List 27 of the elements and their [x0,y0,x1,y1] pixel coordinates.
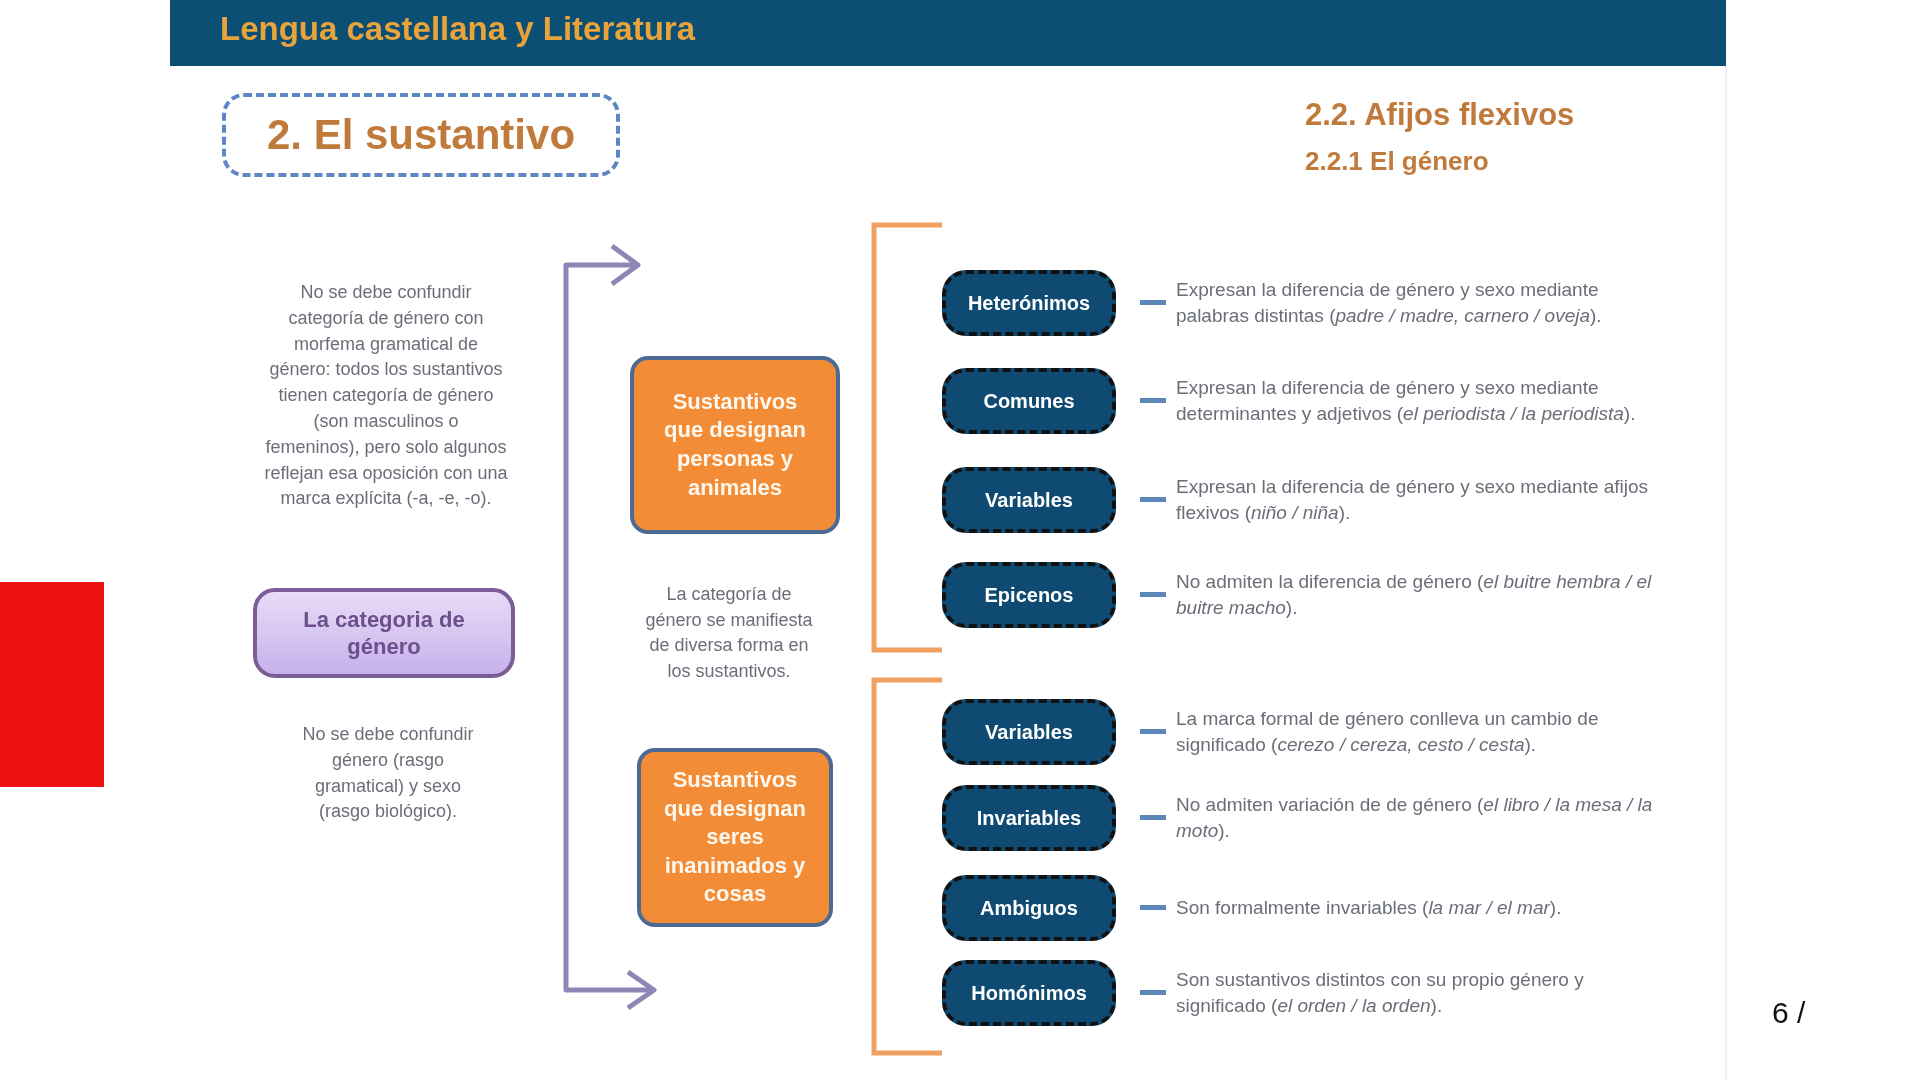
note-text: No se debe confundir género (rasgo gramatical) y sexo (rasgo biológico). [301,723,475,824]
type-pill: Ambiguos [942,875,1116,941]
category-box: Sustantivos que designan seres inanimados y cosas [637,748,833,927]
subsection-heading: 2.2.1 El género [1305,146,1489,177]
section-title-box: 2. El sustantivo [222,93,620,177]
description-text: No admiten variación de de género (el libro / la mesa / la moto). [1176,793,1654,843]
description-text: La marca formal de género conlleva un cambio de significado (cerezo / cereza, cesto / cesta). [1176,707,1600,757]
header-title: Lengua castellana y Literatura [220,10,695,48]
description-text: Expresan la diferencia de género y sexo mediante afijos flexivos (niño / niña). [1176,475,1650,525]
concept-box: La categoria de género [253,588,515,678]
subsection-heading: 2.2. Afijos flexivos [1305,97,1575,133]
note-text: La categoría de género se manifiesta de diversa forma en los sustantivos. [645,583,813,683]
description-text: Son sustantivos distintos con su propio género y significado (el orden / la orden). [1176,968,1585,1018]
type-pill: Homónimos [942,960,1116,1026]
type-pill: Invariables [942,785,1116,851]
category-box: Sustantivos que designan personas y animales [630,356,840,534]
description-text: Expresan la diferencia de género y sexo mediante determinantes y adjetivos (el periodista / la periodista). [1176,376,1637,426]
page-number: 6 / [1772,996,1806,1030]
type-pill: Epicenos [942,562,1116,628]
type-pill: Comunes [942,368,1116,434]
type-pill: Heterónimos [942,270,1116,336]
description-text: No admiten la diferencia de género (el buitre hembra / el buitre macho). [1176,570,1653,620]
description-text: Expresan la diferencia de género y sexo mediante palabras distintas (padre / madre, carnero / oveja). [1176,278,1603,328]
type-pill: Variables [942,699,1116,765]
note-text: No se debe confundir categoría de género con morfema gramatical de género: todos los sustantivos tienen categoría de género (son masculinos o femeninos), pero solo algunos reflejan esa oposición con una marca explícita (-a, -e, -o). [264,281,508,511]
type-pill: Variables [942,467,1116,533]
description-text: Son formalmente invariables (la mar / el mar). [1176,896,1563,921]
